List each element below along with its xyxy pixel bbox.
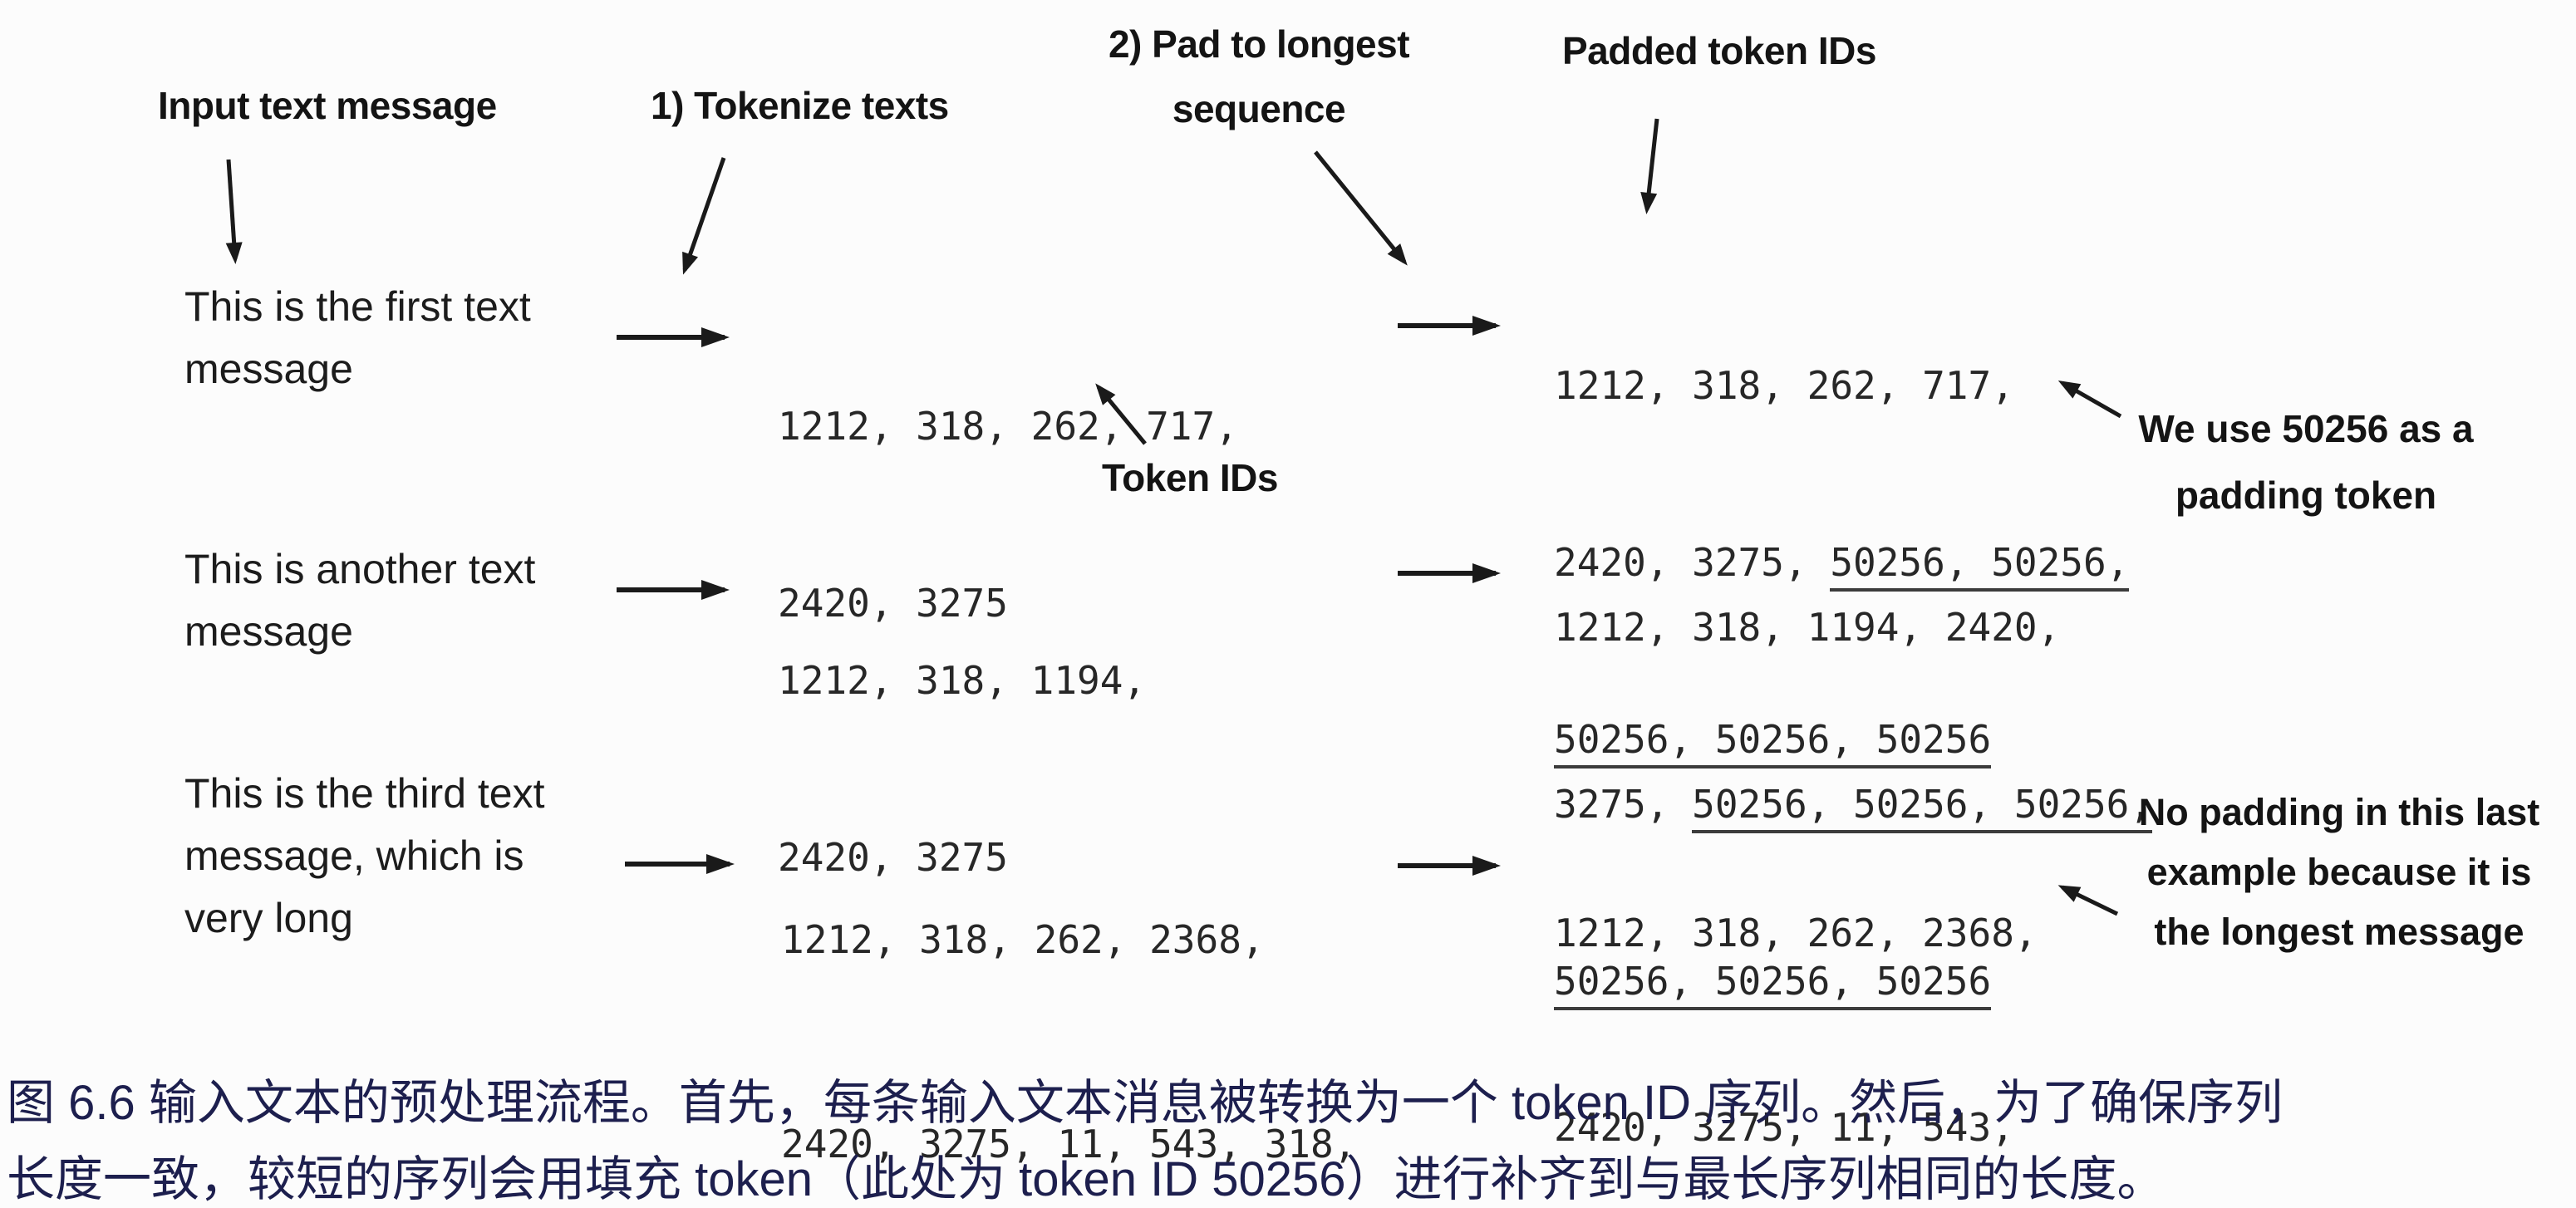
token-ids-2: 1212, 318, 1194, 2420, 3275 bbox=[778, 533, 1146, 1005]
token-ids-3-line2: 2420, 3275, 11, 543, 318, bbox=[781, 1122, 1357, 1166]
token-ids-2-line1: 1212, 318, 1194, bbox=[778, 658, 1147, 703]
label-input-text-message: Input text message bbox=[158, 84, 497, 127]
note-no-padding: No padding in this last example because … bbox=[2119, 783, 2559, 962]
note-padding-token: We use 50256 as a padding token bbox=[2123, 395, 2489, 528]
arrow-padded-label-to-block bbox=[1640, 118, 1659, 214]
message-3-line1: This is the third text bbox=[184, 770, 545, 817]
message-1-line2: message bbox=[184, 346, 353, 392]
note-no-padding-line3: the longest message bbox=[2154, 911, 2524, 953]
note-padding-token-line1: We use 50256 as a bbox=[2138, 407, 2474, 450]
figure-caption: 图 6.6 输入文本的预处理流程。首先，每条输入文本消息被转换为一个 token… bbox=[7, 1065, 2283, 1208]
padded-token-ids-2: 1212, 318, 1194, 2420, 3275, 50256, 5025… bbox=[1554, 480, 2153, 1129]
message-2-line2: message bbox=[184, 608, 353, 655]
message-3: This is the third text message, which is… bbox=[184, 763, 545, 950]
token-ids-1-line1: 1212, 318, 262, 717, bbox=[778, 404, 1238, 449]
message-3-line3: very long bbox=[184, 895, 353, 941]
figure-caption-line1: 图 6.6 输入文本的预处理流程。首先，每条输入文本消息被转换为一个 token… bbox=[7, 1076, 2283, 1130]
label-pad-line2: sequence bbox=[1172, 87, 1346, 130]
arrow-pad-label-to-padded bbox=[1314, 150, 1408, 266]
message-1-line1: This is the first text bbox=[184, 283, 531, 330]
padded-token-ids-1: 1212, 318, 262, 717, 2420, 3275, 50256, … bbox=[1554, 238, 2130, 887]
padded-3-line2: 2420, 3275, 11, 543, bbox=[1554, 1105, 2014, 1150]
padded-token-ids-3: 1212, 318, 262, 2368, 2420, 3275, 11, 54… bbox=[1554, 771, 2038, 1208]
padded-3-line1: 1212, 318, 262, 2368, bbox=[1554, 911, 2038, 955]
note-no-padding-line2: example because it is bbox=[2146, 851, 2532, 893]
padded-1-line2-plain: 2420, 3275, bbox=[1554, 540, 1831, 585]
label-pad-to-longest: 2) Pad to longest sequence bbox=[1080, 12, 1438, 141]
padded-1-line3: 50256, 50256, 50256 bbox=[1554, 710, 2129, 769]
label-tokenize-texts: 1) Tokenize texts bbox=[651, 84, 949, 127]
label-pad-line1: 2) Pad to longest bbox=[1108, 22, 1410, 66]
padded-1-line1: 1212, 318, 262, 717, bbox=[1554, 363, 2014, 408]
message-2: This is another text message bbox=[184, 538, 535, 663]
arrow-tokenize-label-to-tokens bbox=[682, 157, 726, 275]
message-1: This is the first text message bbox=[184, 276, 531, 400]
note-padding-token-line2: padding token bbox=[2175, 474, 2437, 517]
token-ids-3: 1212, 318, 262, 2368, 2420, 3275, 11, 54… bbox=[781, 769, 1356, 1208]
token-ids-1-line2: 2420, 3275 bbox=[778, 581, 1008, 626]
padded-2-line2-padding: 50256, 50256, 50256, bbox=[1692, 782, 2153, 833]
message-2-line1: This is another text bbox=[184, 546, 536, 592]
token-ids-2-line2: 2420, 3275 bbox=[778, 835, 1008, 880]
padded-2-line1: 1212, 318, 1194, 2420, bbox=[1554, 605, 2061, 650]
padded-2-line2: 3275, 50256, 50256, 50256, bbox=[1554, 775, 2153, 834]
token-ids-3-line1: 1212, 318, 262, 2368, bbox=[781, 917, 1265, 962]
padded-2-line2-plain: 3275, bbox=[1554, 782, 1693, 827]
arrow-input-label-to-message1 bbox=[225, 159, 243, 264]
padded-1-line2-padding: 50256, 50256, bbox=[1830, 540, 2130, 592]
label-token-ids: Token IDs bbox=[1102, 456, 1278, 499]
figure-caption-line2: 长度一致，较短的序列会用填充 token（此处为 token ID 50256）… bbox=[7, 1152, 2166, 1206]
padded-1-line2: 2420, 3275, 50256, 50256, bbox=[1554, 533, 2130, 592]
padded-2-line3-padding: 50256, 50256, 50256 bbox=[1554, 959, 1992, 1010]
note-no-padding-line1: No padding in this last bbox=[2138, 791, 2540, 833]
padded-1-line3-padding: 50256, 50256, 50256 bbox=[1554, 717, 1992, 769]
label-padded-token-ids: Padded token IDs bbox=[1562, 29, 1876, 72]
message-3-line2: message, which is bbox=[184, 832, 524, 879]
padded-2-line3: 50256, 50256, 50256 bbox=[1554, 952, 2152, 1011]
